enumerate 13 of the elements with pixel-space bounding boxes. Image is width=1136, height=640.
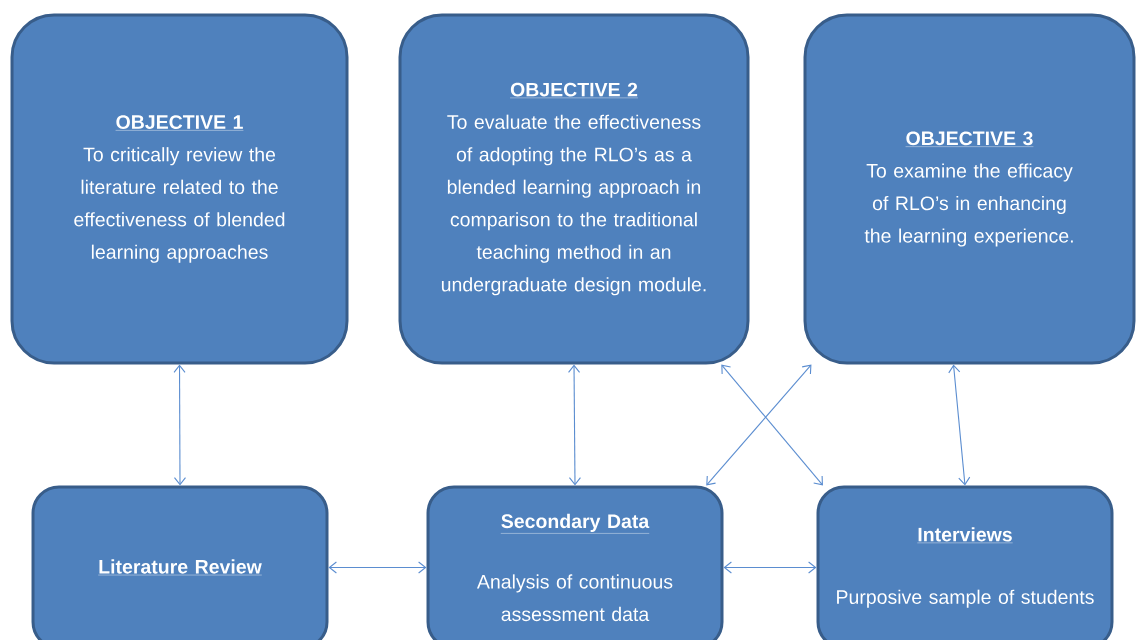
- objective-box: OBJECTIVE 1 To critically review the literature related to the effectiveness of blended learning approaches: [10, 13, 349, 365]
- objective-box: OBJECTIVE 3 To examine the efficacy of RLO’s in enhancing the learning experience.: [803, 13, 1136, 365]
- arrow: [173, 364, 187, 486]
- method-box: Secondary Data Analysis of continuous assessment data: [426, 485, 724, 640]
- arrow: [568, 364, 581, 486]
- arrow: [706, 364, 812, 486]
- method-box: Literature Review: [31, 485, 329, 640]
- method-box: Interviews Purposive sample of students: [816, 485, 1114, 640]
- arrow: [328, 561, 427, 574]
- arrow: [723, 561, 817, 574]
- arrow: [948, 364, 971, 486]
- arrow: [721, 364, 823, 486]
- objective-box: OBJECTIVE 2 To evaluate the effectiveness of adopting the RLO’s as a blended learning approach in comparison to the traditional teaching method in an undergraduate design module.: [398, 13, 750, 365]
